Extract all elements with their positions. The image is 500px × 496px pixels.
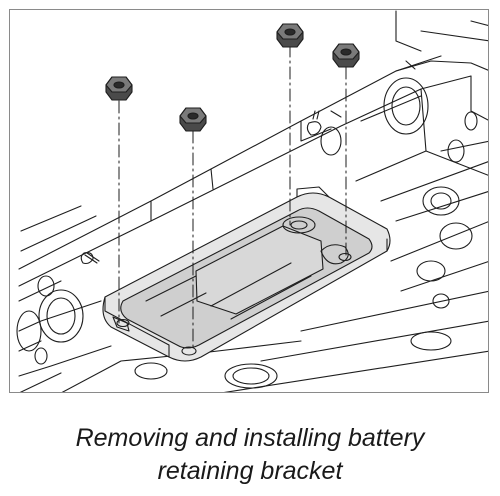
figure-caption: Removing and installing battery retainin…: [0, 422, 500, 488]
threaded-stud-icon: [306, 110, 342, 136]
caption-line-1: Removing and installing battery: [75, 424, 425, 452]
hex-nut-icon: [105, 76, 133, 101]
battery-tray: [102, 186, 391, 362]
threaded-stud-icon: [80, 252, 100, 265]
exploded-view-drawing: [16, 10, 488, 392]
illustration-frame: [9, 9, 489, 393]
caption-line-2: retaining bracket: [157, 457, 343, 485]
hex-nut-icon: [276, 23, 304, 48]
assembly-axes: [118, 44, 347, 352]
tray-stud-hole: [282, 216, 316, 234]
nuts: [105, 23, 360, 132]
studs: [80, 60, 416, 265]
hex-nut-icon: [179, 107, 207, 132]
body-panel: [18, 10, 488, 392]
hex-nut-icon: [332, 43, 360, 68]
panel-holes: [16, 77, 478, 389]
